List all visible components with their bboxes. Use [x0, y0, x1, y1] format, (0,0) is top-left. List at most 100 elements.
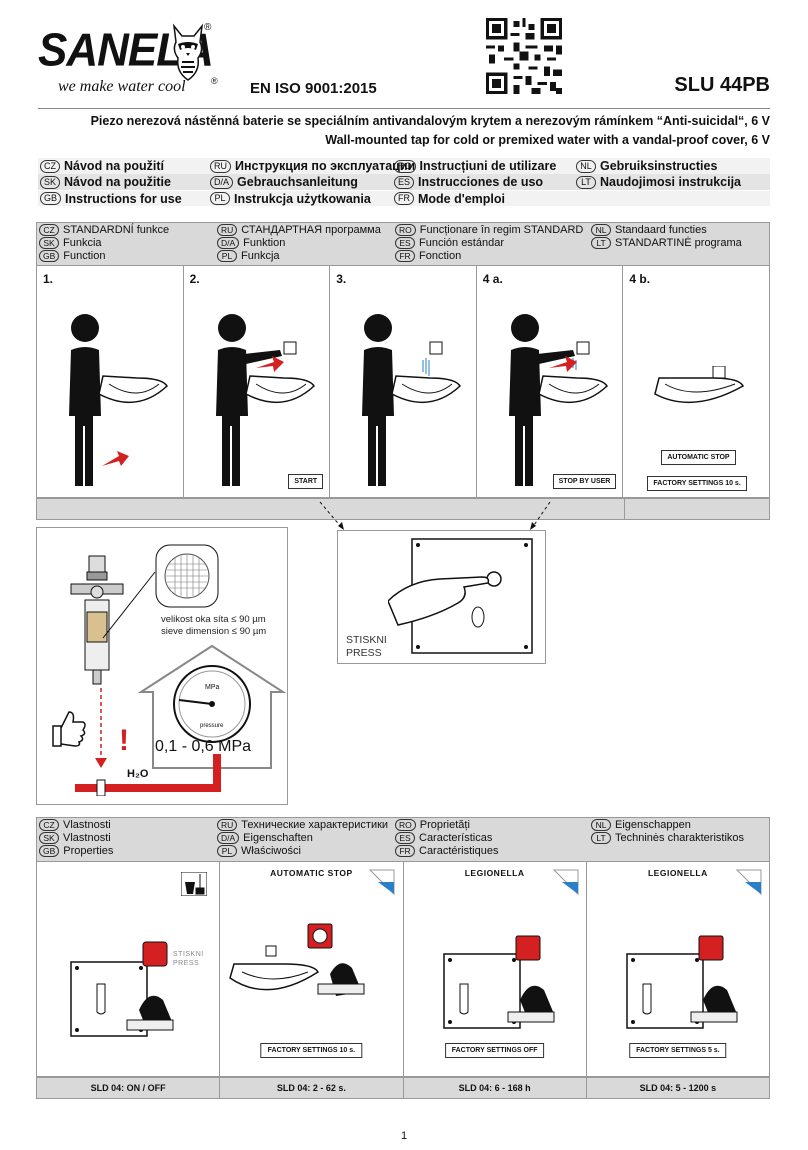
language-code-badge: FR [394, 192, 414, 206]
language-item: FR Caractéristiques [395, 845, 499, 858]
automatic-stop-tag: AUTOMATIC STOP [661, 450, 736, 465]
language-code-badge: SK [39, 237, 59, 250]
start-tag: START [288, 474, 324, 489]
language-code-badge: ES [395, 237, 415, 250]
language-item: PL Właściwości [217, 845, 301, 858]
hand-pressing-button-illustration [388, 538, 533, 654]
factory-settings-tag: FACTORY SETTINGS OFF [444, 1043, 545, 1058]
press-button-panel: STISKNI PRESS [337, 530, 546, 664]
properties-panel: STISKNI PRESS AUTOMATIC STOP FACTORY SET… [36, 862, 770, 1077]
property-legionella-duration: LEGIONELLA FACTORY SETTINGS 5 s. [587, 862, 769, 1076]
gauge-unit: MPa [205, 684, 220, 691]
language-code-badge: D/A [217, 832, 240, 845]
property-automatic-stop: AUTOMATIC STOP FACTORY SETTINGS 10 s. [220, 862, 404, 1076]
language-code-badge: LT [591, 237, 611, 250]
stop-by-user-tag: STOP BY USER [552, 474, 617, 489]
factory-settings-tag: FACTORY SETTINGS 10 s. [647, 476, 747, 491]
press-hint: STISKNI PRESS [173, 951, 204, 967]
language-label: Función estándar [419, 237, 504, 250]
language-label: Vlastnosti [63, 819, 111, 831]
step-number: 2. [189, 272, 200, 286]
cleaning-bucket-icon [181, 872, 207, 896]
language-label: Funktion [243, 237, 286, 250]
thumbs-up-icon [52, 711, 86, 747]
language-label: STANDARDNÍ funkce [63, 224, 170, 236]
description-cz: Piezo nerezová nástěnná baterie se speci… [90, 114, 770, 128]
language-label: STANDARTINĖ programa [615, 237, 742, 250]
language-label: Mode d'emploi [418, 191, 505, 206]
step-2: 2. START [184, 266, 331, 497]
language-code-badge: CZ [39, 819, 59, 831]
language-code-badge: PL [210, 192, 230, 206]
timer-badge-icon [369, 869, 395, 896]
language-label: Návod na použití [64, 159, 164, 173]
factory-settings-tag: FACTORY SETTINGS 10 s. [260, 1043, 363, 1058]
language-code-badge: NL [576, 159, 596, 173]
language-code-badge: CZ [39, 224, 59, 236]
sld-range: SLD 04: 5 - 1200 s [639, 1083, 717, 1093]
property-title: LEGIONELLA [464, 868, 525, 878]
step-1: 1. [37, 266, 184, 497]
language-label: Properties [63, 845, 114, 858]
language-code-badge: RU [217, 224, 238, 236]
sld-range: SLD 04: 6 - 168 h [404, 1078, 587, 1098]
language-label: Naudojimosi instrukcija [600, 175, 742, 190]
pipe-diagram [75, 688, 221, 796]
language-label: Instrucțiuni de utilizare [419, 159, 557, 173]
language-label: Funcționare în regim STANDARD [419, 224, 584, 236]
gauge-label: pressure [200, 723, 224, 729]
registered-mark: ® [204, 22, 212, 33]
language-code-badge: GB [39, 250, 60, 263]
callout-line [102, 571, 156, 639]
step-4a: 4 a. STOP BY USER [477, 266, 624, 497]
sld-range: SLD 04: ON / OFF [37, 1078, 221, 1098]
language-label: Технические характеристики [241, 819, 389, 831]
language-item: FR Mode d'emploi [394, 192, 505, 206]
language-label: СТАНДАРТНАЯ программа [241, 224, 381, 236]
function-steps: 1. 2. START 3. [36, 266, 770, 498]
language-label: Caractéristiques [419, 845, 499, 858]
language-item: SK Funkcia [39, 237, 102, 250]
language-item: CZ STANDARDNÍ funkce [39, 224, 169, 236]
page-number: 1 [400, 1130, 408, 1142]
language-label: Techninės charakteristikos [615, 832, 745, 845]
qr-code-icon [486, 18, 562, 94]
properties-footer-bar: SLD 04: ON / OFF SLD 04: 2 - 62 s. SLD 0… [36, 1077, 770, 1099]
divider [38, 108, 770, 109]
description-en: Wall-mounted tap for cold or premixed wa… [325, 133, 770, 147]
warning-mark: ! [119, 724, 129, 757]
person-stop-illustration [508, 314, 608, 486]
language-label: Właściwości [241, 845, 301, 858]
sld-range: SLD 04: 2 - 62 s. [220, 1078, 404, 1098]
language-code-badge: GB [40, 192, 62, 206]
language-code-badge: FR [395, 845, 415, 858]
water-filter-icon [70, 555, 124, 685]
language-label: Funkcia [63, 237, 102, 250]
language-label: Fonction [419, 250, 462, 263]
pointer-arrows [319, 501, 551, 530]
language-code-badge: PL [217, 845, 237, 858]
sieve-mesh-icon [155, 544, 219, 608]
panel-with-button-illustration [70, 941, 174, 1037]
language-code-badge: RU [210, 159, 231, 173]
language-label: Instrukcja użytkowania [234, 191, 371, 206]
step-number: 3. [336, 272, 347, 286]
person-water-flowing-illustration [362, 314, 462, 486]
language-label: Vlastnosti [63, 832, 111, 845]
language-code-badge: RO [394, 159, 416, 173]
